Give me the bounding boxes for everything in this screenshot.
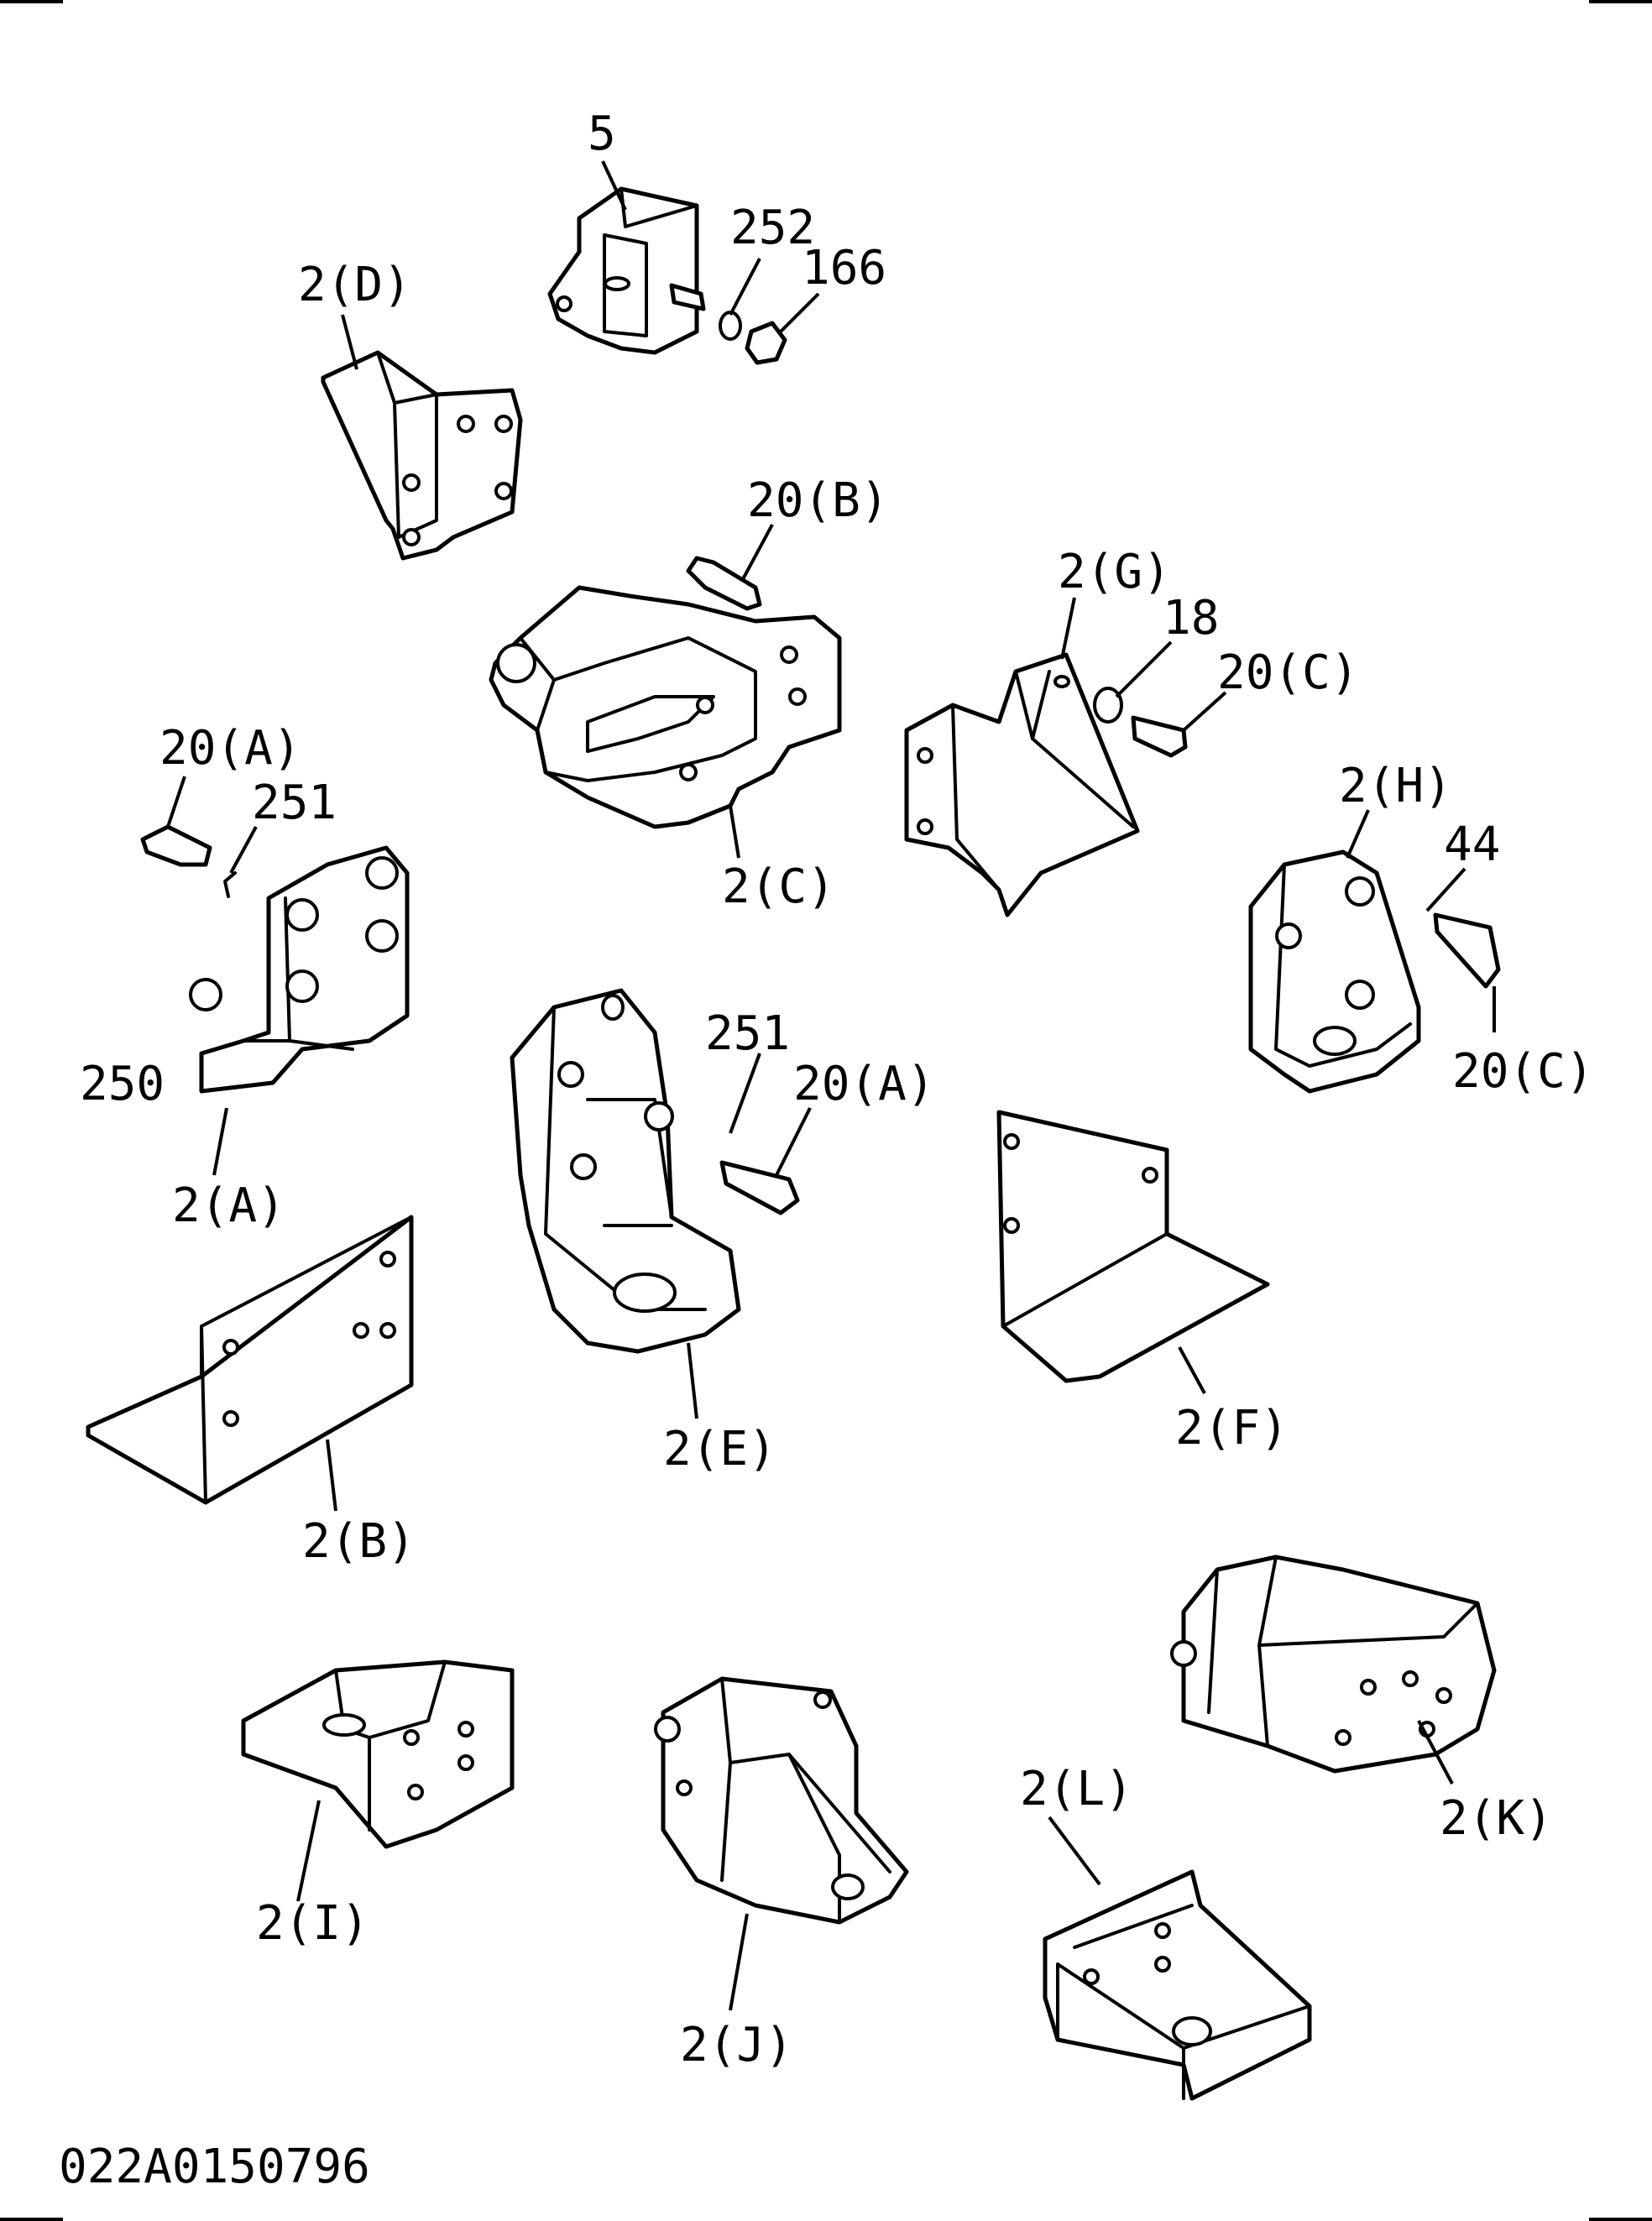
leader-lines <box>166 160 1496 2011</box>
label-251-mid: 251 <box>705 1006 790 1061</box>
drawing-code: 022A0150796 <box>59 2140 370 2194</box>
part-2J-bracket <box>654 1676 909 1925</box>
label-2H: 2(H) <box>1339 759 1452 813</box>
label-166: 166 <box>802 241 886 295</box>
label-251-left: 251 <box>252 776 337 830</box>
label-2K: 2(K) <box>1440 1791 1553 1846</box>
part-2H-bracket <box>1248 849 1501 1094</box>
part-2F-plate <box>996 1110 1270 1383</box>
part-2C-bracket <box>489 556 842 829</box>
label-44: 44 <box>1444 818 1500 872</box>
label-2I: 2(I) <box>256 1896 369 1951</box>
label-2D: 2(D) <box>298 258 411 312</box>
label-20A-left: 20(A) <box>159 721 301 776</box>
label-20B: 20(B) <box>747 473 889 528</box>
part-2D-bracket <box>321 350 523 561</box>
label-2C: 2(C) <box>722 860 835 914</box>
label-2B: 2(B) <box>302 1514 416 1569</box>
part-2G-bracket <box>904 652 1188 917</box>
label-5: 5 <box>588 107 616 161</box>
part-2B-plate <box>86 1215 414 1505</box>
part-2L-bracket <box>1043 1869 1312 2101</box>
label-18: 18 <box>1163 591 1219 645</box>
part-2E-bracket <box>510 988 800 1354</box>
label-252: 252 <box>730 201 815 255</box>
label-2F: 2(F) <box>1175 1401 1289 1455</box>
label-20C-right: 20(C) <box>1452 1044 1594 1099</box>
label-20C-top: 20(C) <box>1217 645 1359 700</box>
label-2G: 2(G) <box>1058 545 1171 599</box>
label-250: 250 <box>80 1057 165 1111</box>
label-20A-mid: 20(A) <box>793 1057 935 1111</box>
part-2A-bracket <box>140 824 410 1094</box>
label-2A: 2(A) <box>172 1178 285 1233</box>
part-2K-bracket <box>1170 1555 1497 1774</box>
label-2L: 2(L) <box>1020 1762 1133 1816</box>
label-2E: 2(E) <box>663 1422 776 1476</box>
label-2J: 2(J) <box>680 2018 793 2072</box>
part-2I-bracket <box>241 1659 515 1849</box>
part-5-mount <box>547 186 787 365</box>
